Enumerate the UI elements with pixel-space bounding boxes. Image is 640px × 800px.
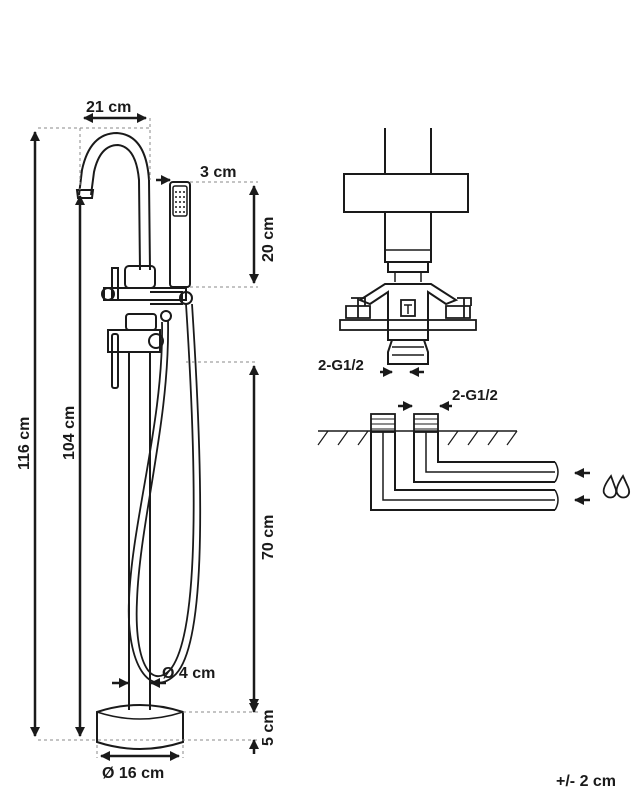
label-total-height: 116 cm — [16, 417, 33, 470]
label-floor-thread: 2-G1/2 — [452, 387, 498, 404]
supply-pipe-outer — [370, 432, 555, 511]
lower-handle — [111, 333, 119, 389]
hand-shower — [169, 181, 191, 288]
hand-shower-face — [172, 185, 188, 217]
lower-knob — [148, 333, 164, 349]
lower-valve-collar — [125, 313, 157, 331]
dimension-arrows — [30, 113, 259, 761]
hand-shower-nozzles — [175, 191, 185, 213]
shower-hose-inner — [127, 303, 202, 684]
supply-pipe-inner — [413, 432, 555, 483]
spout-outer — [78, 131, 151, 271]
label-base-diameter: Ø 16 cm — [102, 765, 164, 782]
faucet-drawing — [75, 131, 202, 750]
mount-bracket — [357, 283, 459, 341]
upper-knob — [101, 287, 115, 301]
tolerance-note: +/- 2 cm — [556, 773, 616, 790]
label-hand-shower-width: 3 cm — [200, 164, 236, 181]
hose-connector — [160, 310, 172, 322]
floor-connection-drawing — [317, 401, 590, 511]
label-base-height: 5 cm — [260, 710, 277, 746]
shower-hose-outer — [135, 303, 195, 677]
label-hand-shower-mount-height: 70 cm — [260, 515, 277, 560]
upper-valve-collar — [124, 265, 156, 289]
label-spout-width: 21 cm — [86, 99, 131, 116]
label-upper-thread: 2-G1/2 — [318, 357, 364, 374]
label-pipe-diameter: Ø 4 cm — [162, 665, 215, 682]
mount-flange — [343, 173, 469, 213]
holder-arm — [150, 291, 183, 305]
label-spout-height: 104 cm — [61, 406, 78, 460]
dimension-labels: 21 cm 3 cm 20 cm 116 cm 104 cm 70 cm 5 c… — [16, 99, 277, 782]
label-hand-shower-height: 20 cm — [260, 217, 277, 262]
lower-valve-body — [107, 329, 161, 353]
dimension-guides — [38, 118, 258, 758]
mount-detail-drawing — [339, 128, 477, 377]
threaded-connector — [387, 339, 429, 365]
floor-hatch — [317, 430, 518, 446]
upper-valve-body — [103, 287, 187, 301]
spout-inner — [90, 143, 141, 271]
base — [96, 704, 184, 750]
water-drops-icon — [602, 474, 631, 499]
base-top-edge — [96, 711, 184, 720]
